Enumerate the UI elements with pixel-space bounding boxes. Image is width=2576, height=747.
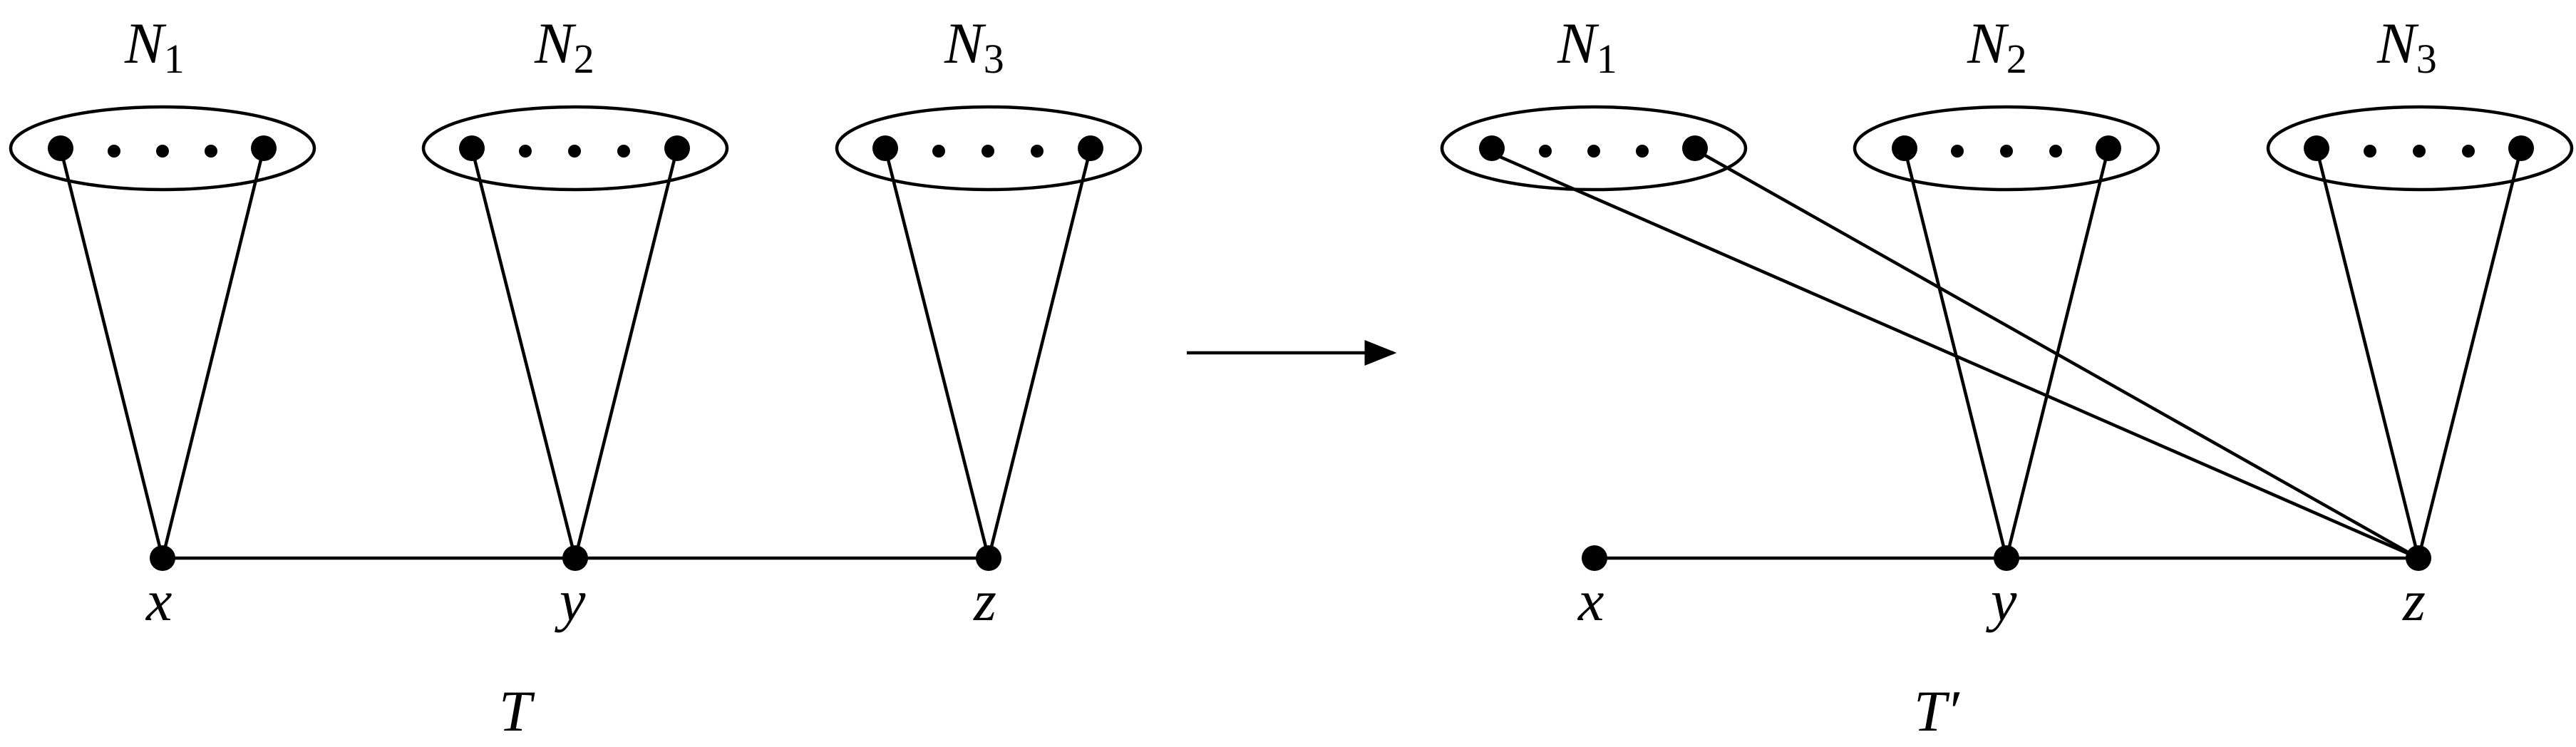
set-label-n2: N2 (534, 11, 594, 82)
vertex (2508, 135, 2534, 161)
ellipsis-dot (1587, 145, 1600, 158)
vertex-label-x: x (145, 568, 172, 633)
vertex (1479, 135, 1505, 161)
ellipsis-dot (519, 145, 532, 158)
vertex (2096, 135, 2121, 161)
edge-n1-x (58, 148, 165, 559)
set-label-n2: N2 (1967, 11, 2027, 82)
ellipsis-dot (1031, 145, 1044, 158)
edge-n2-y (573, 148, 679, 559)
ellipsis-dot (205, 145, 217, 158)
vertex (1892, 135, 1917, 161)
edge-n1-x (160, 148, 266, 559)
vertex-x (1582, 545, 1607, 571)
ellipsis-dot (982, 145, 994, 158)
ellipsis-dot (932, 145, 945, 158)
ellipsis-dot (2462, 145, 2475, 158)
set-label-n1: N1 (124, 11, 185, 82)
neighbor-set-n2 (1853, 105, 2160, 192)
edge-n3-z (883, 148, 991, 559)
vertex (1078, 135, 1103, 161)
vertex (459, 135, 485, 161)
vertex-label-y: y (555, 568, 586, 633)
neighbor-set-n3 (2266, 105, 2574, 192)
edge-n3-z (2416, 148, 2523, 559)
ellipsis-dot (156, 145, 169, 158)
edge-n2-y (470, 148, 577, 559)
vertex-z (976, 545, 1001, 571)
vertex-label-z: z (973, 568, 996, 633)
edge-n2-y (1902, 148, 2009, 559)
tree-label-t-prime: T′ (1914, 679, 1960, 743)
neighbor-set-n3 (835, 105, 1143, 192)
vertex (1682, 135, 1708, 161)
ellipsis-dot (2364, 145, 2376, 158)
vertex (2304, 135, 2329, 161)
ellipsis-dot (1539, 145, 1552, 158)
neighbor-set-n1 (1440, 105, 1748, 192)
vertex (872, 135, 898, 161)
right-tree: N1 N2 N3 (1440, 11, 2574, 743)
edge-n2-y (2004, 148, 2111, 559)
edge-n3-z (986, 148, 1093, 559)
vertex-label-y: y (1986, 568, 2017, 633)
ellipsis-dot (108, 145, 120, 158)
vertex-x (150, 545, 175, 571)
neighbor-set-n1 (9, 105, 316, 192)
vertex-label-x: x (1577, 568, 1604, 633)
ellipsis-dot (1951, 145, 1964, 158)
vertex (251, 135, 277, 161)
vertex (48, 135, 73, 161)
set-label-n3: N3 (944, 11, 1004, 82)
vertex-y (1994, 545, 2019, 571)
ellipsis-dot (1636, 145, 1649, 158)
edge-n3-z (2314, 148, 2421, 559)
ellipsis-dot (568, 145, 581, 158)
left-tree: N1 N2 N3 (9, 11, 1143, 743)
vertex (664, 135, 690, 161)
vertex-label-z: z (2402, 568, 2426, 633)
vertex-y (562, 545, 588, 571)
ellipsis-dot (2049, 145, 2062, 158)
vertex-z (2406, 545, 2431, 571)
tree-label-t: T (499, 679, 535, 743)
neighbor-set-n2 (421, 105, 729, 192)
ellipsis-dot (617, 145, 630, 158)
ellipsis-dot (2413, 145, 2426, 158)
set-label-n1: N1 (1557, 11, 1617, 82)
ellipsis-dot (2000, 145, 2013, 158)
set-label-n3: N3 (2376, 11, 2437, 82)
